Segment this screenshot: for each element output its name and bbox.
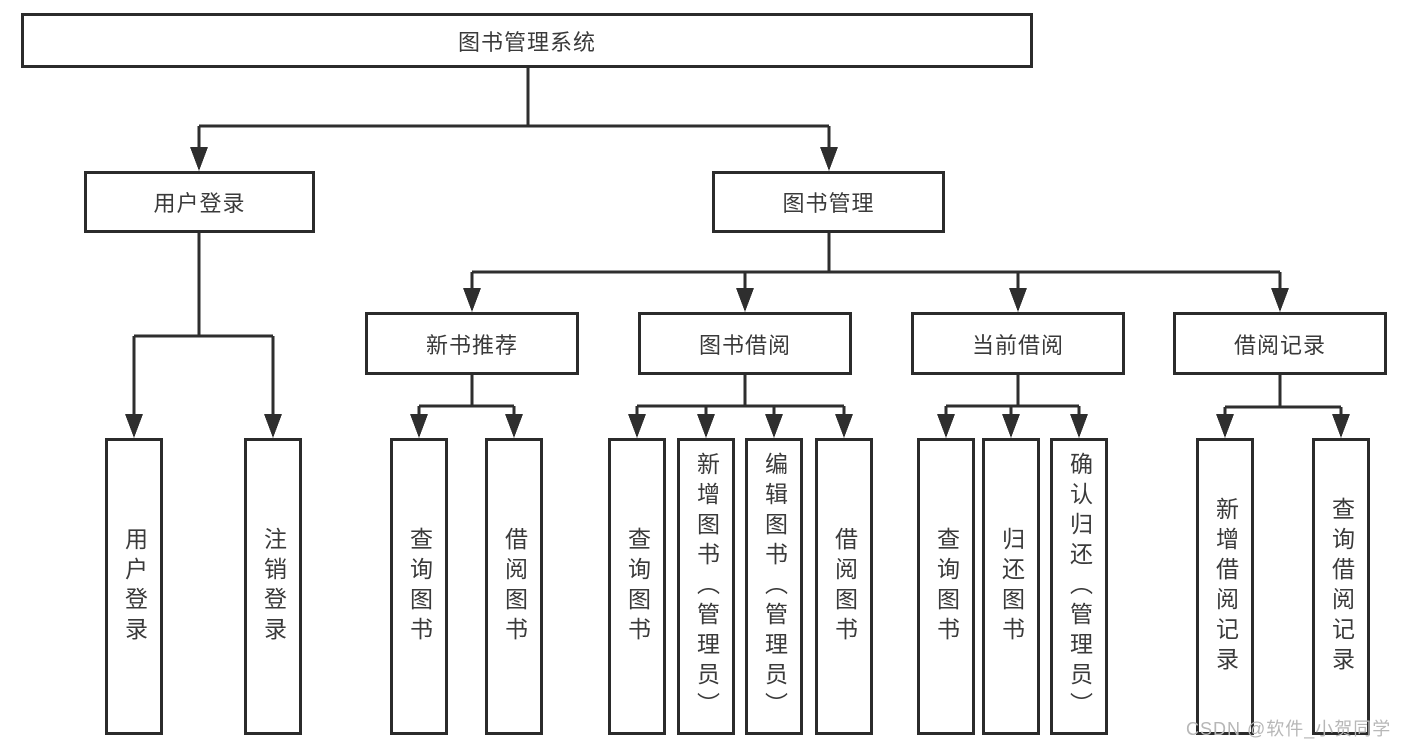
node-new-book-recommend: 新书推荐	[365, 312, 579, 375]
leaf-query-books-recommend: 查询图书	[390, 438, 448, 735]
arrow-down-icon	[125, 414, 143, 438]
arrow-down-icon	[835, 414, 853, 438]
arrow-down-icon	[264, 414, 282, 438]
leaf-return-books: 归还图书	[982, 438, 1040, 735]
arrow-down-icon	[697, 414, 715, 438]
arrow-down-icon	[1009, 288, 1027, 312]
leaf-query-books-borrowing: 查询图书	[608, 438, 666, 735]
leaf-add-borrow-record: 新增借阅记录	[1196, 438, 1254, 735]
node-book-management: 图书管理	[712, 171, 945, 233]
node-library-management-system: 图书管理系统	[21, 13, 1033, 68]
leaf-edit-books-admin: 编辑图书（管理员）	[745, 438, 803, 735]
arrow-down-icon	[1002, 414, 1020, 438]
leaf-add-books-admin: 新增图书（管理员）	[677, 438, 735, 735]
leaf-user-login: 用户登录	[105, 438, 163, 735]
arrow-down-icon	[820, 147, 838, 171]
arrow-down-icon	[736, 288, 754, 312]
node-borrowing-records: 借阅记录	[1173, 312, 1387, 375]
leaf-query-borrow-record: 查询借阅记录	[1312, 438, 1370, 735]
arrow-down-icon	[463, 288, 481, 312]
arrow-down-icon	[1271, 288, 1289, 312]
arrow-down-icon	[190, 147, 208, 171]
arrow-down-icon	[1070, 414, 1088, 438]
leaf-confirm-return-admin: 确认归还（管理员）	[1050, 438, 1108, 735]
arrowheads	[125, 147, 1350, 438]
watermark: CSDN @软件_小贺同学	[1186, 719, 1392, 739]
leaf-logout: 注销登录	[244, 438, 302, 735]
arrow-down-icon	[505, 414, 523, 438]
arrow-down-icon	[410, 414, 428, 438]
node-user-login: 用户登录	[84, 171, 315, 233]
arrow-down-icon	[1332, 414, 1350, 438]
node-book-borrowing: 图书借阅	[638, 312, 852, 375]
arrow-down-icon	[628, 414, 646, 438]
leaf-borrow-books: 借阅图书	[815, 438, 873, 735]
node-current-borrowing: 当前借阅	[911, 312, 1125, 375]
leaf-borrow-books-recommend: 借阅图书	[485, 438, 543, 735]
arrow-down-icon	[765, 414, 783, 438]
leaf-query-books-current: 查询图书	[917, 438, 975, 735]
arrow-down-icon	[1216, 414, 1234, 438]
arrow-down-icon	[937, 414, 955, 438]
